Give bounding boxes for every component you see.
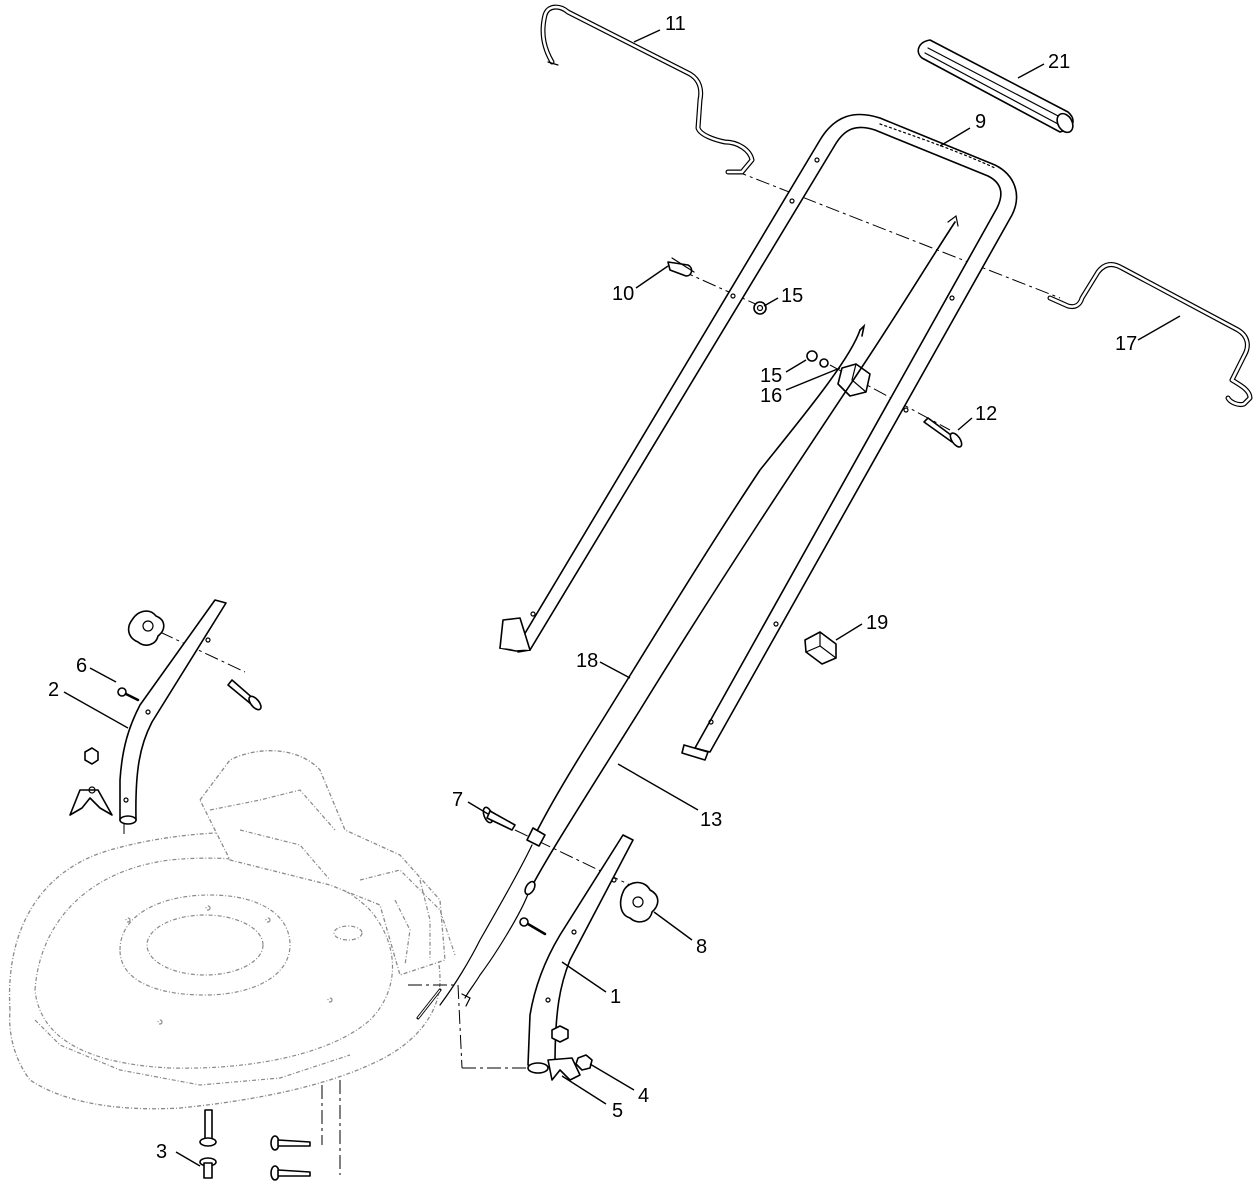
part-13-control-cable [461, 214, 959, 1007]
part-6-screw [117, 687, 140, 702]
part-4-nut [575, 1054, 593, 1071]
left-bolt [227, 679, 262, 711]
part-2-lower-handle-left [119, 599, 227, 825]
part-17-wire-guide [1047, 262, 1253, 407]
callout-11: 11 [665, 13, 686, 35]
callout-labels: 11 21 9 10 15 17 15 16 12 19 18 6 2 7 13… [48, 13, 1137, 1163]
small-nut-lower-handle [551, 1025, 569, 1043]
part-5-bracket [547, 1057, 581, 1081]
part-7-bolt [482, 806, 516, 831]
left-knob [127, 610, 165, 646]
callout-19: 19 [866, 612, 888, 634]
lower-handle-screw [519, 917, 547, 936]
callout-18: 18 [576, 650, 598, 672]
part-21-handle-grip [917, 39, 1074, 134]
left-nut [84, 747, 99, 765]
mower-deck-ghost [8, 750, 456, 1110]
part-3-bolt-lower [199, 1157, 217, 1179]
part-18-control-cable [416, 323, 866, 1020]
callout-5: 5 [612, 1100, 623, 1122]
callout-13: 13 [700, 809, 722, 831]
leader-lines [63, 29, 1181, 1167]
deck-bolt-a [270, 1135, 311, 1151]
part-15-nut-upper [753, 301, 767, 315]
callout-15-lower: 15 [760, 365, 782, 387]
part-15-nut-lower [806, 350, 829, 368]
part-9-upper-handle [499, 113, 1018, 761]
callout-17: 17 [1115, 333, 1137, 355]
callout-15-upper: 15 [781, 285, 803, 307]
part-8-knob [619, 881, 659, 923]
callout-3: 3 [156, 1141, 167, 1163]
part-3-bolt-upper [199, 1109, 217, 1147]
callout-6: 6 [76, 655, 87, 677]
part-1-lower-handle-right [527, 834, 634, 1074]
callout-10: 10 [612, 283, 634, 305]
callout-16: 16 [760, 385, 782, 407]
callout-1: 1 [610, 986, 621, 1008]
callout-9: 9 [975, 111, 986, 133]
deck-bolt-b [270, 1165, 311, 1181]
callout-12: 12 [975, 403, 997, 425]
part-10-clip [667, 257, 695, 277]
part-12-bolt [923, 417, 963, 448]
part-11-guide-wire [540, 4, 755, 175]
part-19-connector [804, 631, 837, 665]
callout-21: 21 [1048, 51, 1070, 73]
left-bracket [69, 786, 113, 816]
callout-4: 4 [638, 1085, 649, 1107]
callout-8: 8 [696, 936, 707, 958]
callout-7: 7 [452, 789, 463, 811]
callout-2: 2 [48, 679, 59, 701]
